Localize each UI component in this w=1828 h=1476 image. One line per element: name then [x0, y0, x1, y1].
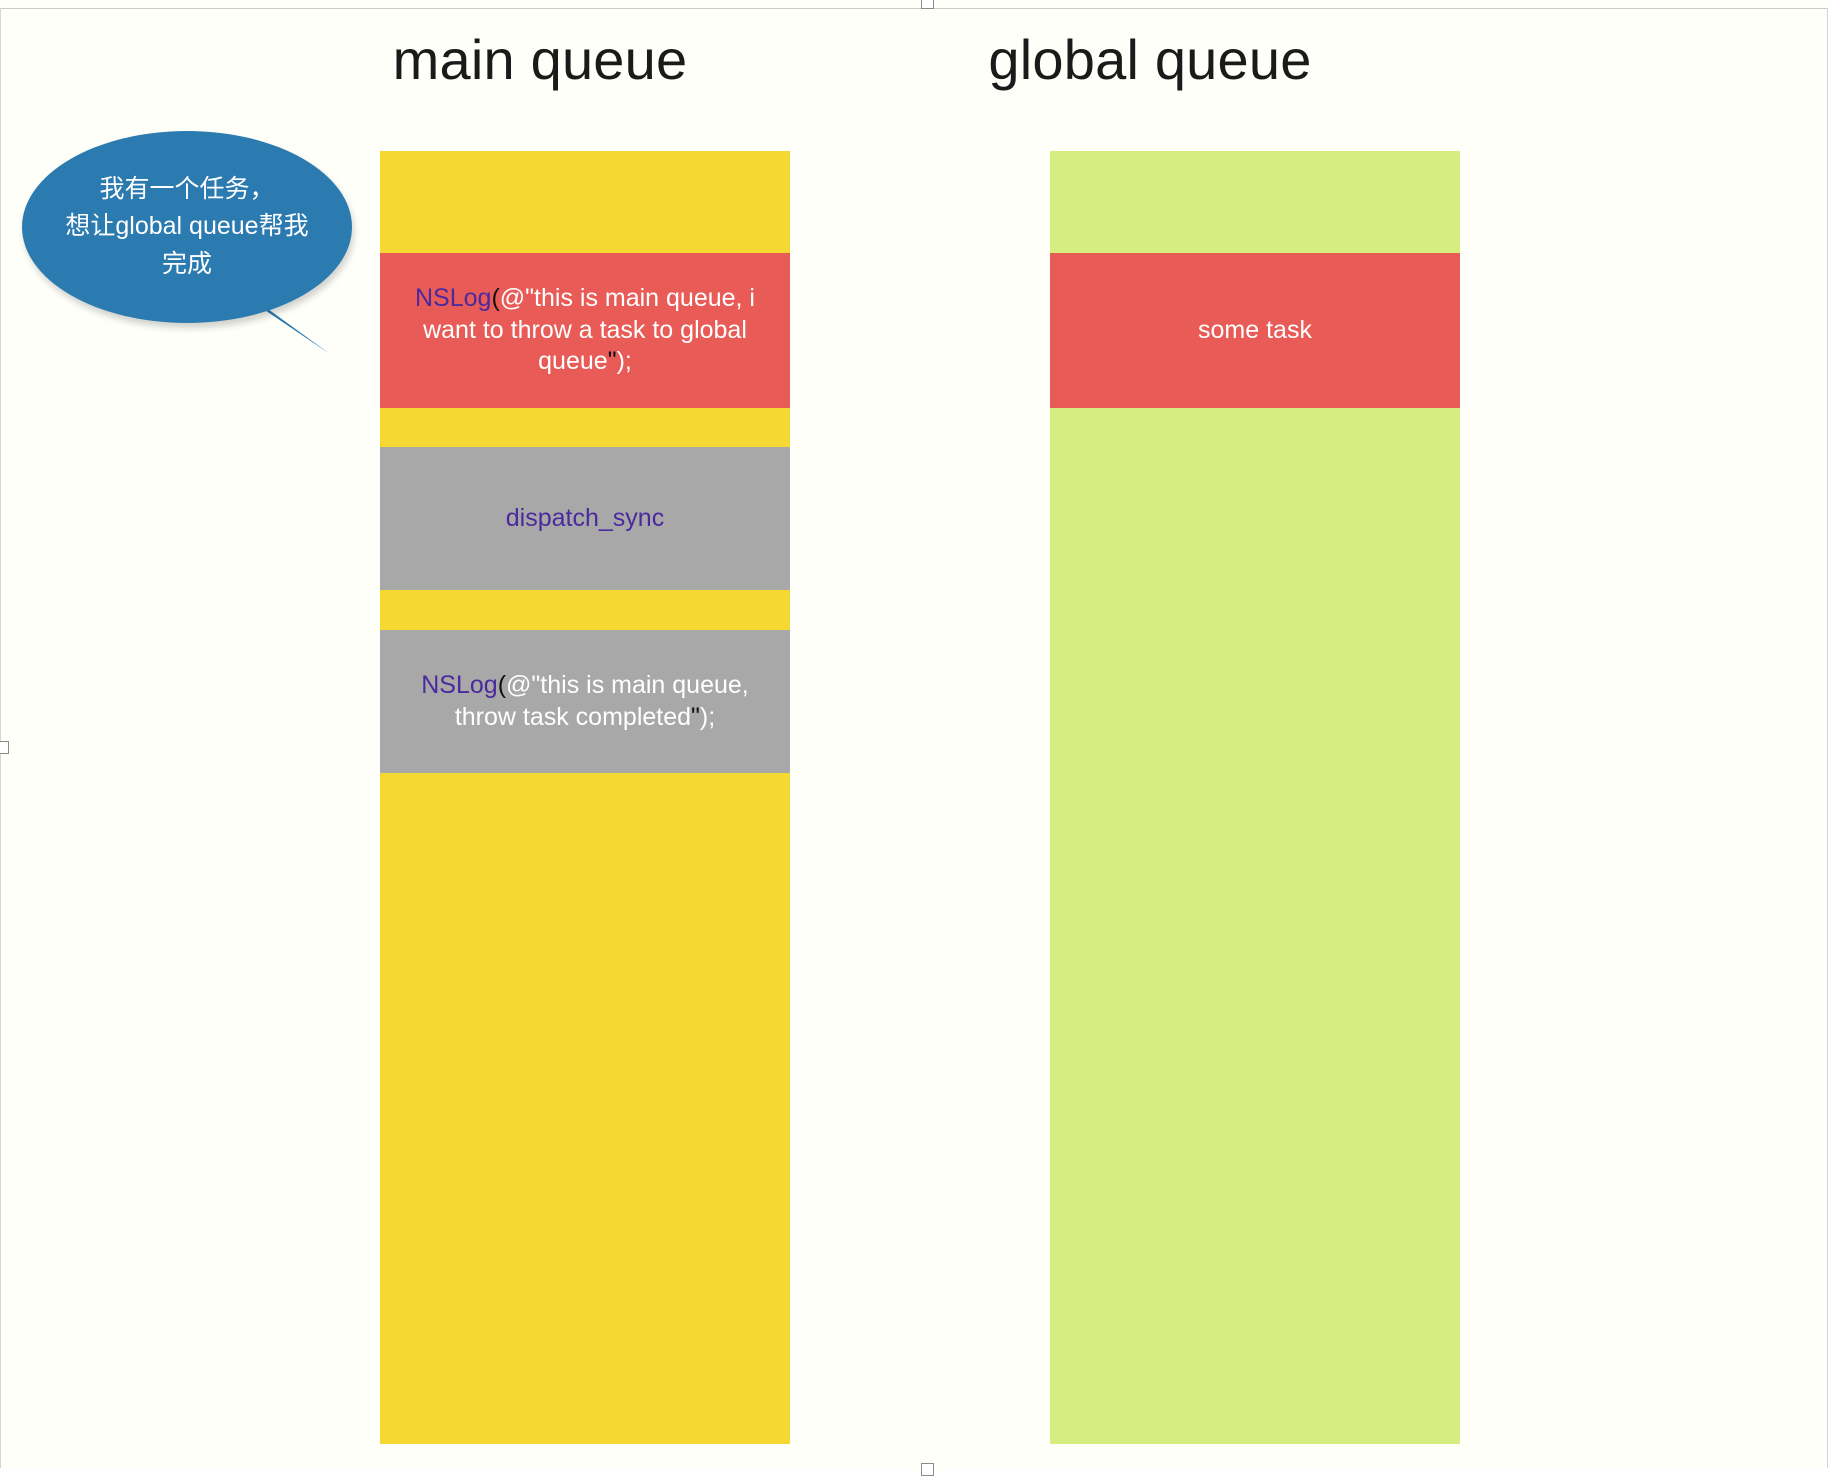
- crop-mark-left: [0, 741, 9, 754]
- global-queue-title: global queue: [988, 28, 1312, 91]
- main-queue-task-nslog-1-text: NSLog(@"this is main queue, i want to th…: [415, 284, 755, 376]
- callout-bubble-text: 我有一个任务， 想让global queue帮我 完成: [65, 174, 309, 278]
- global-queue-idle-block-1: [1050, 151, 1460, 253]
- main-queue-dispatch-sync-label: dispatch_sync: [505, 503, 665, 532]
- main-queue-idle-block-3: [380, 590, 790, 630]
- main-queue-idle-block-2: [380, 408, 790, 447]
- main-queue-column: NSLog(@"this is main queue, i want to th…: [380, 151, 790, 1444]
- crop-mark-top: [921, 0, 934, 9]
- page-border-top: [0, 8, 1828, 9]
- main-queue-task-nslog-2[interactable]: NSLog(@"this is main queue, throw task c…: [380, 630, 790, 773]
- global-queue-task-block[interactable]: some task: [1050, 253, 1460, 408]
- global-queue-column: some task: [1050, 151, 1460, 1444]
- main-queue-task-nslog-2-text: NSLog(@"this is main queue, throw task c…: [421, 671, 749, 731]
- main-queue-task-nslog-1[interactable]: NSLog(@"this is main queue, i want to th…: [380, 253, 790, 408]
- page-border-left: [0, 8, 1, 1468]
- main-queue-dispatch-sync-block[interactable]: dispatch_sync: [380, 447, 790, 590]
- main-queue-title: main queue: [392, 28, 688, 91]
- global-queue-idle-block-2: [1050, 408, 1460, 1444]
- main-queue-idle-block-1: [380, 151, 790, 253]
- main-queue-idle-block-4: [380, 773, 790, 1444]
- callout-bubble[interactable]: 我有一个任务， 想让global queue帮我 完成: [22, 131, 352, 323]
- global-queue-task-label: some task: [1198, 315, 1312, 344]
